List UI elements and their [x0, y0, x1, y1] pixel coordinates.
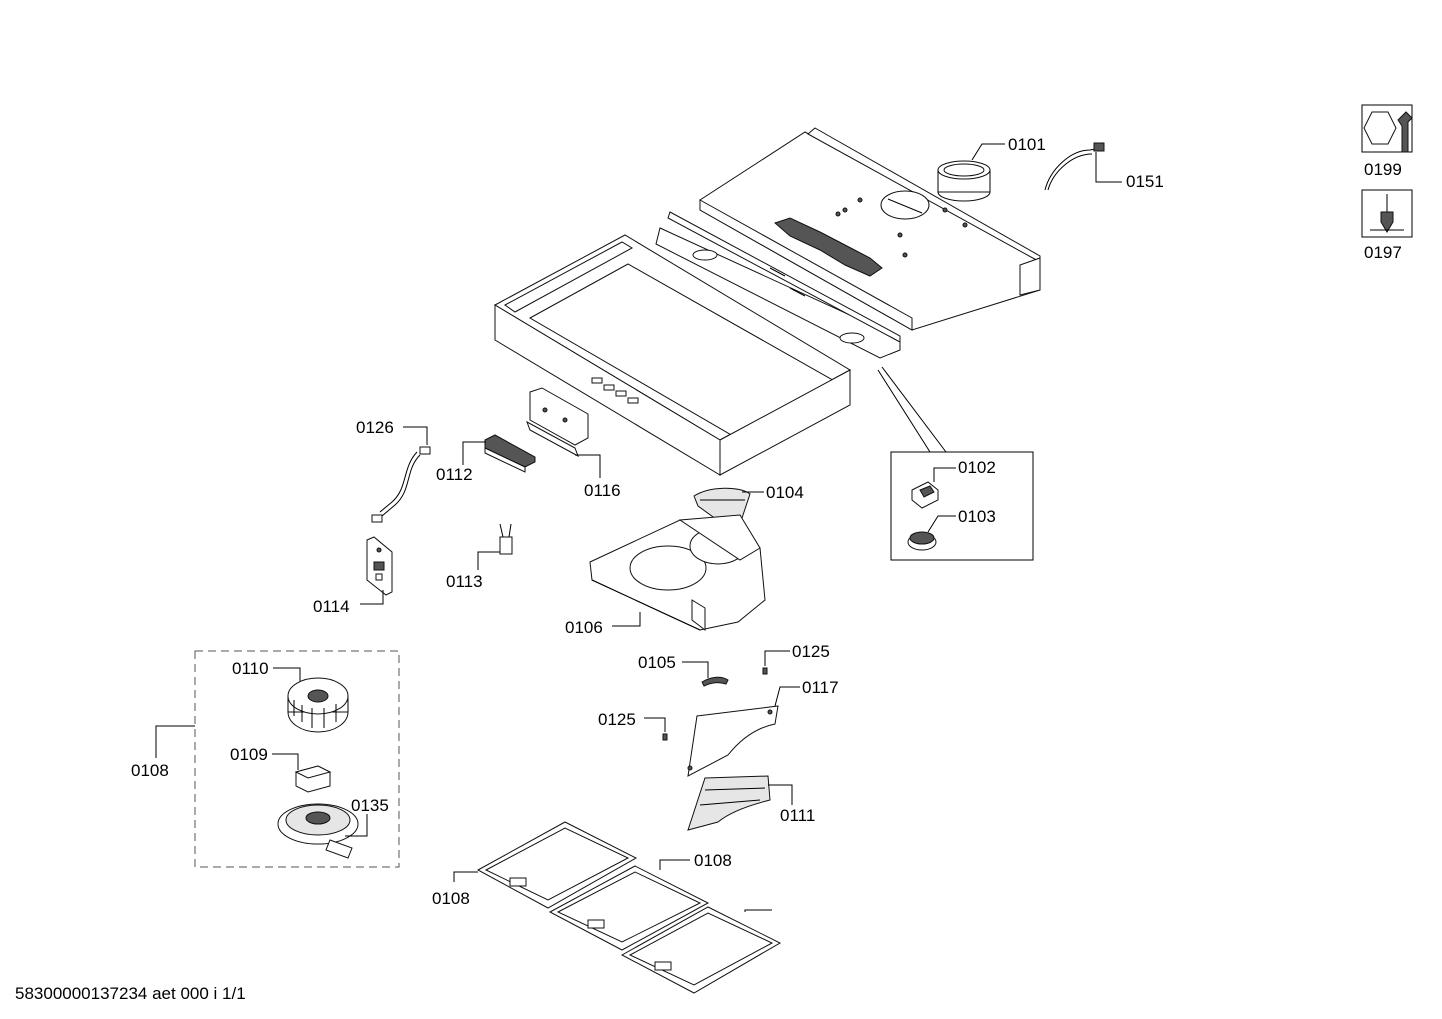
callout-label: 0101: [1008, 135, 1046, 154]
callout-label: 0108: [131, 761, 169, 780]
screw-part: [662, 733, 668, 741]
callout-label: 0151: [1126, 172, 1164, 191]
control-switch: [484, 434, 536, 473]
callout-label: 0110: [232, 659, 269, 678]
callout-label: 0114: [313, 597, 350, 616]
fan-motor: [277, 803, 359, 859]
callout-label: 0111: [780, 806, 815, 825]
screw-part: [762, 667, 768, 675]
callout-label: 0105: [638, 653, 676, 672]
callout-label: 0112: [436, 465, 473, 484]
hood-housing: [493, 234, 852, 476]
power-cable: [1044, 142, 1105, 191]
front-rail: [655, 211, 901, 359]
air-duct: [687, 775, 771, 831]
knob-part: [907, 531, 937, 551]
switch-bracket: [526, 387, 589, 458]
callout-label: 0126: [356, 418, 394, 437]
callout-label: 0104: [766, 483, 804, 502]
callout-label: 0199: [1364, 160, 1402, 179]
hood-top-cover: [699, 127, 1041, 331]
grease-filter: [620, 906, 782, 994]
grease-filter: [476, 821, 638, 909]
bracket-part: [911, 481, 939, 509]
wrench-tool-icon: [1361, 104, 1413, 153]
motor-cap-block: [294, 765, 332, 793]
grease-filter: [548, 865, 710, 951]
screwdriver-tool-icon: [1361, 189, 1413, 238]
callout-label: 0108: [694, 851, 732, 870]
document-id: 58300000137234 aet 000 i 1/1: [15, 984, 246, 1003]
callout-label: 0116: [584, 481, 621, 500]
callout-label: 0113: [446, 572, 483, 591]
callout-label: 0125: [598, 710, 636, 729]
callout-label: 0109: [230, 745, 268, 764]
callout-label: 0135: [351, 796, 389, 815]
callout-label: 0197: [1364, 243, 1402, 262]
callout-label: 0117: [802, 678, 839, 697]
motor-assembly-group-box: [194, 650, 400, 868]
wire-harness: [371, 446, 431, 523]
callout-label: 0103: [958, 507, 996, 526]
small-parts-group-box: [890, 451, 1034, 561]
capacitor: [499, 523, 513, 555]
air-guide-plate: [687, 705, 779, 777]
callout-label: 0106: [565, 618, 603, 637]
callout-label: 0125: [792, 642, 830, 661]
callout-label: 0108: [432, 889, 470, 908]
clip-part: [701, 676, 729, 687]
callout-label: 0102: [958, 458, 996, 477]
circuit-board: [366, 536, 393, 596]
air-outlet-collar: [937, 160, 991, 202]
fan-wheel: [287, 677, 349, 733]
fan-housing: [589, 514, 766, 632]
